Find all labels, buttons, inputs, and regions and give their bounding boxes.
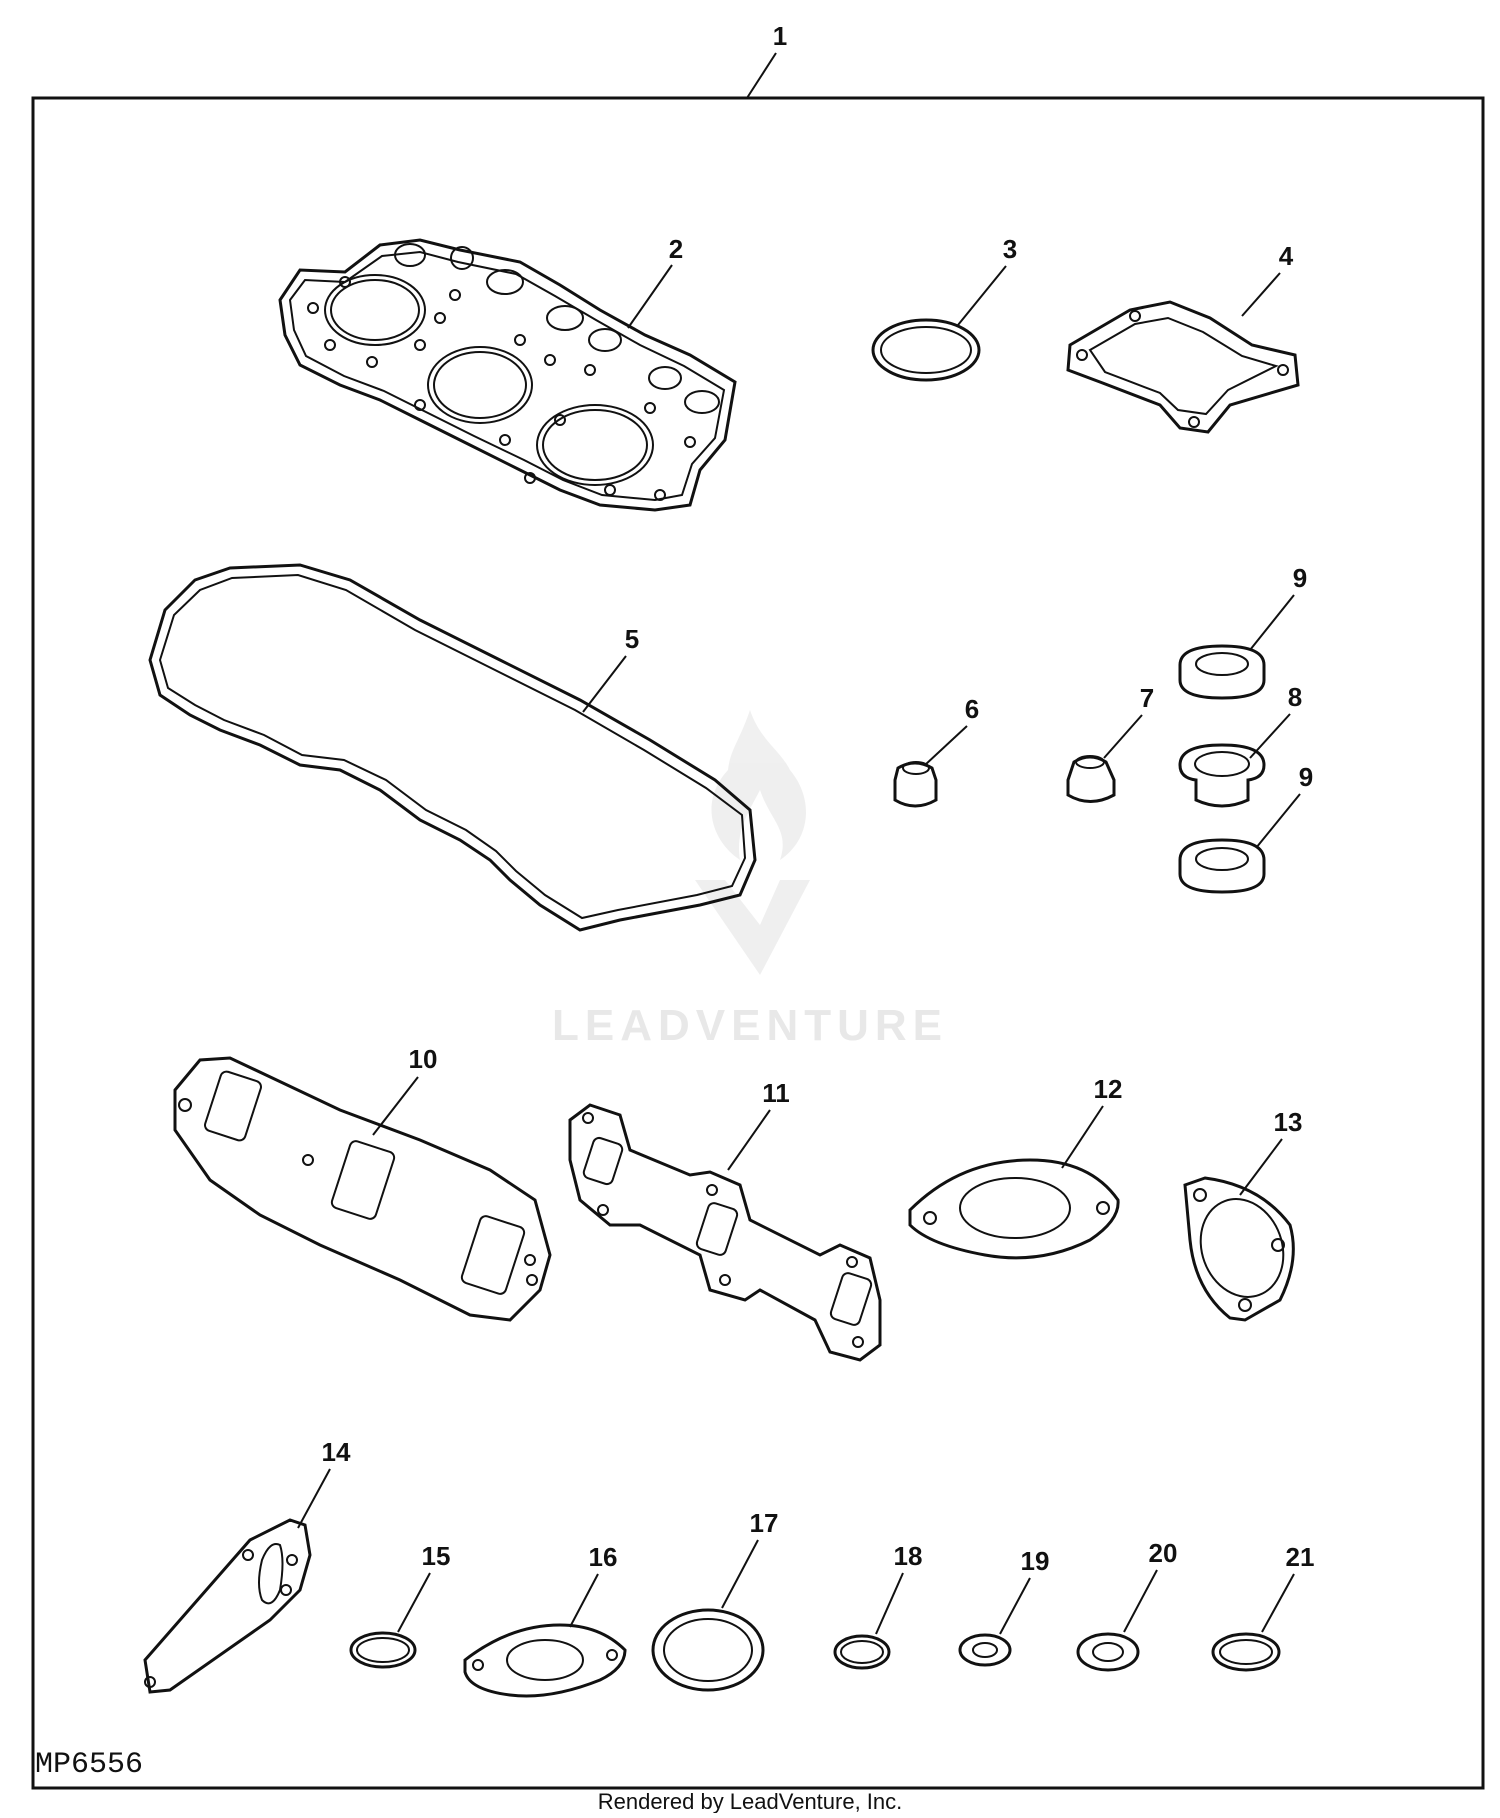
callout-6: 6 xyxy=(965,694,979,724)
callout-2: 2 xyxy=(669,234,683,264)
thermostat-gasket xyxy=(1183,1176,1295,1322)
figure-id: MP6556 xyxy=(35,1748,143,1782)
cover-gasket xyxy=(1066,300,1300,434)
water-pump-gasket xyxy=(143,1518,312,1694)
callout-11: 11 xyxy=(762,1078,790,1108)
callout-16: 16 xyxy=(589,1542,618,1572)
callout-1: 1 xyxy=(773,21,787,51)
flange-gasket-12 xyxy=(908,1158,1120,1260)
callout-7: 7 xyxy=(1140,683,1154,713)
callout-3: 3 xyxy=(1003,234,1017,264)
callout-10: 10 xyxy=(409,1044,438,1074)
callout-20: 20 xyxy=(1149,1538,1178,1568)
washer-19 xyxy=(958,1633,1012,1667)
kit-border xyxy=(31,96,1485,1790)
callout-19: 19 xyxy=(1021,1546,1050,1576)
washer-9-lower xyxy=(1178,838,1266,894)
watermark-text: LEADVENTURE xyxy=(552,1001,948,1050)
callout-4: 4 xyxy=(1279,241,1294,271)
callout-14: 14 xyxy=(322,1437,351,1467)
callout-21: 21 xyxy=(1286,1542,1315,1572)
callout-13: 13 xyxy=(1274,1107,1303,1137)
callout-17: 17 xyxy=(750,1508,779,1538)
rocker-cover-gasket xyxy=(148,563,757,932)
o-ring-21 xyxy=(1211,1632,1281,1672)
callout-18: 18 xyxy=(894,1541,923,1571)
rendered-by-credit: Rendered by LeadVenture, Inc. xyxy=(598,1789,903,1813)
intake-manifold-gasket xyxy=(173,1056,552,1322)
callout-9-upper: 9 xyxy=(1293,563,1307,593)
leadventure-watermark: LEADVENTURE xyxy=(552,710,948,1050)
gasket-ring-17 xyxy=(651,1608,765,1692)
callout-5: 5 xyxy=(625,624,639,654)
washer-20 xyxy=(1076,1632,1140,1672)
valve-stem-seal-6 xyxy=(893,761,938,808)
flange-gasket-16 xyxy=(463,1623,627,1698)
valve-stem-seal-7 xyxy=(1066,755,1116,803)
callout-12: 12 xyxy=(1094,1074,1123,1104)
callout-9-lower: 9 xyxy=(1299,762,1313,792)
o-ring-15 xyxy=(349,1631,417,1669)
o-ring-3 xyxy=(871,318,981,382)
cylinder-head-gasket xyxy=(278,238,737,512)
exhaust-manifold-gasket xyxy=(568,1103,882,1362)
callout-15: 15 xyxy=(422,1541,451,1571)
o-ring-18 xyxy=(833,1634,891,1670)
callout-8: 8 xyxy=(1288,682,1302,712)
washer-9-upper xyxy=(1178,644,1266,700)
grommet-8 xyxy=(1178,743,1266,808)
